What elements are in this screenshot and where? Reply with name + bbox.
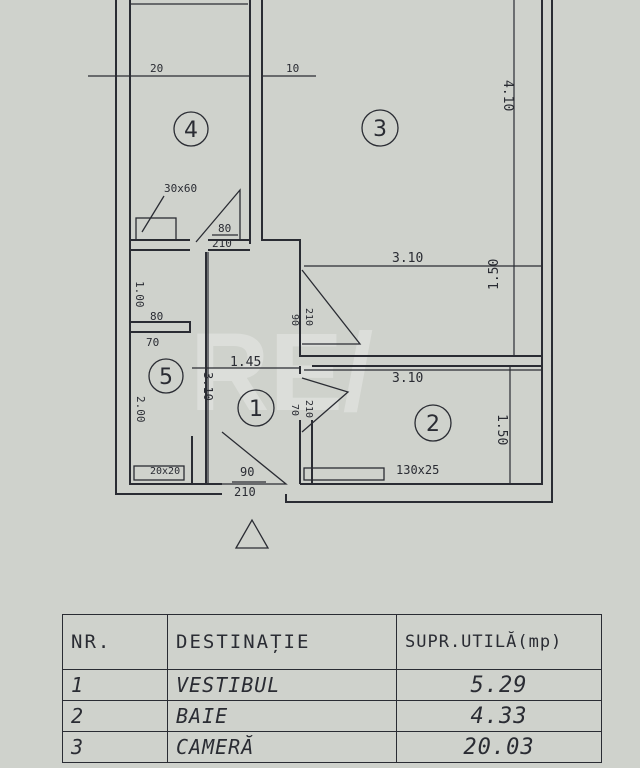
row-destinatie: CAMERĂ	[167, 731, 397, 763]
window-30x60-label: 30x60	[164, 182, 197, 195]
door-3-swing	[301, 269, 362, 345]
dim-wc-height: 2.00	[134, 396, 147, 423]
main-door-swing	[221, 431, 288, 485]
room-2-circle	[414, 404, 452, 442]
table-row: 2 BAIE 4.33	[62, 700, 602, 732]
wall-4-bottom	[130, 239, 250, 251]
door-3-height: 210	[303, 308, 314, 326]
room-5-number: 5	[159, 365, 173, 390]
table-row: 1 VESTIBUL 5.29	[62, 669, 602, 701]
door-2-width: 70	[289, 404, 300, 416]
wall-4-3	[249, 0, 301, 268]
dim-20: 20	[150, 62, 163, 75]
dim-wc-top: 1.00	[133, 281, 146, 308]
row-suprafata: 20.03	[396, 731, 602, 763]
room-3-number: 3	[373, 117, 387, 142]
window-130x25-label: 130x25	[396, 463, 439, 477]
watermark: RE/	[190, 311, 373, 434]
row-destinatie: VESTIBUL	[167, 669, 397, 701]
room-4-number: 4	[184, 118, 198, 143]
door-3-width: 90	[289, 314, 300, 326]
door-2-height: 210	[303, 400, 314, 418]
dim-vest-width: 1.45	[230, 355, 261, 370]
header-suprafata: SUPR.UTILĂ(mp)	[396, 614, 602, 670]
dim-vest-height: 3.10	[201, 372, 215, 401]
header-destinatie: DESTINAȚIE	[167, 614, 397, 670]
window-20x20-label: 20x20	[150, 466, 180, 477]
dim-70: 70	[146, 336, 159, 349]
dim-baie-width: 3.10	[392, 371, 423, 386]
door-4-height: 210	[212, 237, 232, 250]
room-1-circle	[237, 389, 275, 427]
window-30x60-leader	[141, 195, 165, 233]
window-20x20-shape	[133, 465, 185, 481]
room-5-circle	[148, 358, 184, 394]
area-table: NR. DESTINAȚIE SUPR.UTILĂ(mp) 1 VESTIBUL…	[62, 614, 602, 763]
door-4-width: 80	[218, 222, 231, 235]
table-row: 3 CAMERĂ 20.03	[62, 731, 602, 763]
dim-baie-height: 1.50	[494, 414, 509, 445]
area-table-container: NR. DESTINAȚIE SUPR.UTILĂ(mp) 1 VESTIBUL…	[62, 614, 602, 763]
outer-wall	[115, 0, 553, 503]
dim-10: 10	[286, 62, 299, 75]
entrance-arrow-icon	[234, 518, 270, 549]
row-nr: 3	[62, 731, 168, 763]
table-header-row: NR. DESTINAȚIE SUPR.UTILĂ(mp)	[62, 614, 602, 670]
room-3-circle	[361, 109, 399, 147]
room-2-number: 2	[426, 412, 440, 437]
window-130x25-shape	[303, 467, 385, 481]
row-suprafata: 4.33	[396, 700, 602, 732]
dim-cam-height: 4.10	[500, 80, 515, 111]
floor-plan: RE/ 4 3 5 1 2 20 10 4.10 3.10 1.50 3.10	[88, 0, 553, 549]
wall-2-left	[299, 420, 313, 484]
dim-mid-height: 1.50	[487, 259, 502, 290]
room-1-number: 1	[249, 397, 263, 422]
dim-cam-width: 3.10	[392, 251, 423, 266]
header-nr: NR.	[62, 614, 168, 670]
row-suprafata: 5.29	[396, 669, 602, 701]
wall-3-2	[299, 268, 542, 374]
main-door-height: 210	[234, 485, 256, 499]
dim-80: 80	[150, 310, 163, 323]
main-door-width: 90	[240, 465, 254, 479]
row-destinatie: BAIE	[167, 700, 397, 732]
row-nr: 1	[62, 669, 168, 701]
room-4-circle	[173, 111, 209, 147]
door-2-swing	[301, 377, 350, 433]
row-nr: 2	[62, 700, 168, 732]
door-4-swing	[195, 188, 241, 243]
window-30x60-shape	[135, 217, 177, 241]
